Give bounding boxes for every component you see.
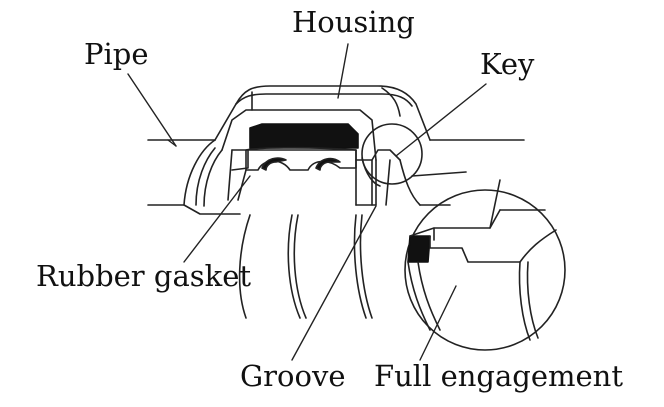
label-housing: Housing: [292, 5, 415, 39]
label-key: Key: [480, 47, 535, 81]
gasket-dark-band: [249, 123, 359, 149]
magnifier-small: [361, 123, 467, 187]
housing: [214, 85, 431, 206]
pipe: [147, 139, 525, 319]
key: [355, 149, 421, 206]
leader-housing: [337, 43, 349, 99]
label-full-engagement: Full engagement: [374, 359, 623, 393]
leader-key: [395, 83, 487, 157]
rubber-gasket: [237, 146, 357, 201]
pipe-left-end: [183, 139, 241, 215]
detail-view: [404, 179, 566, 351]
leader-gasket: [183, 175, 251, 263]
leader-groove: [291, 205, 377, 361]
leader-pipe: [127, 73, 177, 147]
leader-lines: [127, 43, 487, 361]
label-groove: Groove: [240, 359, 346, 393]
label-rubber-gasket: Rubber gasket: [36, 259, 252, 293]
leader-full: [419, 285, 457, 361]
label-pipe: Pipe: [84, 37, 149, 71]
